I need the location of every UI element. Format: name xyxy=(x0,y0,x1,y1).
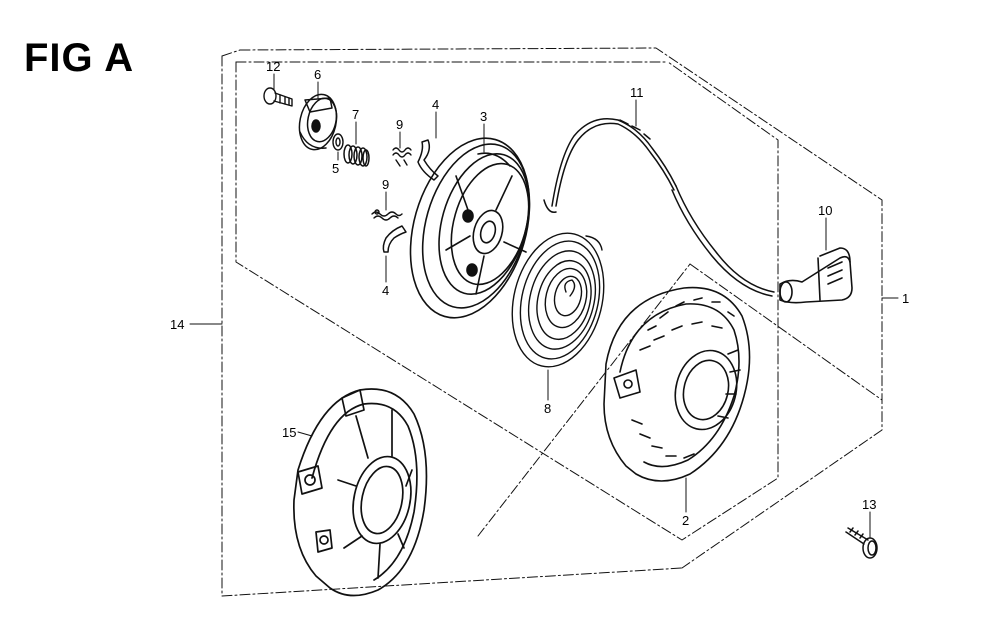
callout-9-lower: 9 xyxy=(382,177,389,192)
part-9-return-spring-lower xyxy=(371,209,403,221)
part-13-flange-bolt xyxy=(845,527,878,559)
part-10-starter-grip xyxy=(779,247,853,304)
callout-15: 15 xyxy=(282,425,296,440)
callout-5: 5 xyxy=(332,161,339,176)
callout-8: 8 xyxy=(544,401,551,416)
part-12-bolt xyxy=(263,87,293,107)
assembly-outline-inner xyxy=(477,263,883,537)
leader-lines xyxy=(189,73,899,539)
part-4-ratchet-lower xyxy=(382,225,407,253)
part-2-starter-case xyxy=(603,286,751,482)
callout-13: 13 xyxy=(862,497,876,512)
part-15-pulley-cover xyxy=(293,388,428,597)
callout-14: 14 xyxy=(170,317,184,332)
figure-title: FIG A xyxy=(24,36,135,80)
callout-4-lower: 4 xyxy=(382,283,389,298)
callout-9-upper: 9 xyxy=(396,117,403,132)
part-9-return-spring-upper xyxy=(392,147,412,167)
callout-11: 11 xyxy=(630,85,644,100)
callout-12: 12 xyxy=(266,59,280,74)
callout-7: 7 xyxy=(352,107,359,122)
part-3-reel xyxy=(409,137,531,319)
callout-6: 6 xyxy=(314,67,321,82)
callout-3: 3 xyxy=(480,109,487,124)
callout-10: 10 xyxy=(818,203,832,218)
part-7-spring xyxy=(343,144,370,167)
part-8-recoil-spring xyxy=(511,232,605,368)
part-5-washer xyxy=(332,133,344,151)
callout-1: 1 xyxy=(902,291,909,306)
assembly-outline-14 xyxy=(221,47,883,597)
assembly-outline-1 xyxy=(235,61,779,541)
part-11-starter-rope xyxy=(543,118,775,297)
callout-4-upper: 4 xyxy=(432,97,439,112)
part-4-ratchet-upper xyxy=(417,139,439,181)
callout-labels: 12 6 7 5 9 4 3 11 9 4 10 1 14 8 15 2 13 xyxy=(170,59,909,528)
part-6-friction-plate xyxy=(298,93,338,151)
callout-2: 2 xyxy=(682,513,689,528)
